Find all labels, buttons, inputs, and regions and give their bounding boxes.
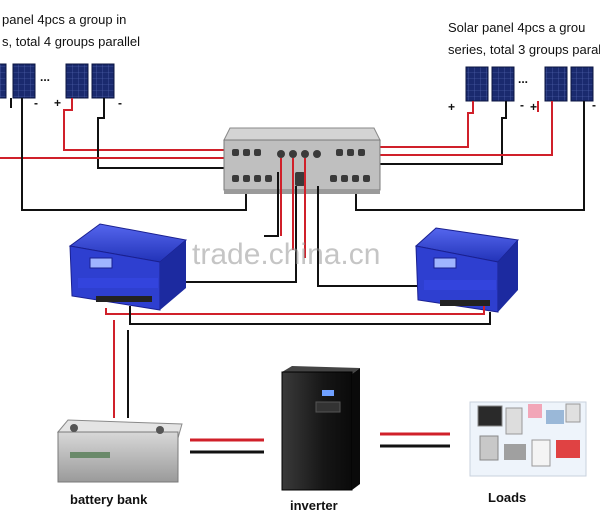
controller-bus-wiring <box>105 306 491 418</box>
left-array-caption-line2: s, total 4 groups parallel <box>2 34 141 49</box>
combiner-output-wiring <box>183 158 421 287</box>
left-array-ellipsis: ... <box>40 70 51 84</box>
charge-controller-left <box>68 223 188 311</box>
inverter-loads-wiring <box>380 432 450 448</box>
battery-bank-label: battery bank <box>70 492 148 507</box>
battery-inverter-wiring <box>190 438 264 454</box>
left-minus-sign-2: - <box>118 96 122 110</box>
left-plus-sign: + <box>54 96 62 110</box>
loads-label: Loads <box>488 490 527 505</box>
solar-panel <box>570 66 594 102</box>
solar-panel <box>65 63 89 99</box>
right-array-ellipsis: ... <box>518 72 529 86</box>
right-plus-sign-2: + <box>530 100 538 114</box>
solar-panel <box>0 63 7 99</box>
left-array-wiring <box>0 98 247 211</box>
right-solar-array <box>465 66 594 102</box>
right-minus-sign-2: - <box>592 98 596 112</box>
left-solar-array <box>0 63 115 99</box>
right-array-caption-line2: series, total 3 groups paral <box>448 42 600 57</box>
right-minus-sign-1: - <box>520 98 524 112</box>
solar-panel <box>491 66 515 102</box>
left-array-caption-line1: panel 4pcs a group in <box>2 12 127 27</box>
battery-bank <box>56 419 183 483</box>
inverter-label: inverter <box>290 498 338 513</box>
inverter-unit <box>281 366 360 491</box>
watermark-text: trade.china.cn <box>192 238 381 271</box>
solar-panel <box>544 66 568 102</box>
right-array-caption-line1: Solar panel 4pcs a grou <box>448 20 586 35</box>
charge-controller-right <box>414 227 520 313</box>
solar-panel <box>465 66 489 102</box>
loads-appliances <box>469 401 587 477</box>
right-plus-sign-1: + <box>448 100 456 114</box>
right-array-wiring <box>351 101 585 211</box>
combiner-box <box>223 127 381 194</box>
solar-panel <box>91 63 115 99</box>
solar-panel <box>12 63 36 99</box>
left-minus-sign-1: - <box>34 96 38 110</box>
